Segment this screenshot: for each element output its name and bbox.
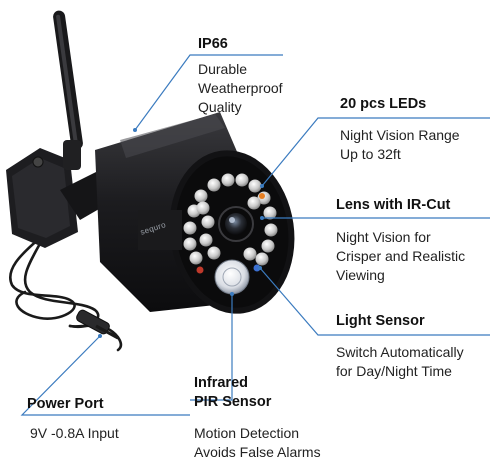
callout-pir-title: Infrared PIR Sensor — [194, 374, 271, 412]
callout-leds-title: 20 pcs LEDs — [340, 96, 427, 112]
callout-power-line: 9V -0.8A Input — [30, 425, 119, 441]
callout-dots — [98, 128, 264, 338]
callout-ip66-line: Quality — [198, 99, 242, 115]
callout-leds-line: Night Vision Range — [340, 127, 460, 143]
callout-light-sensor-line: for Day/Night Time — [336, 363, 452, 379]
callout-pir-line: Avoids False Alarms — [194, 444, 321, 460]
callout-power-desc: 9V -0.8A Input — [30, 424, 119, 443]
lens — [218, 206, 254, 242]
callout-leds-desc: Night Vision Range Up to 32ft — [340, 126, 460, 164]
antenna — [53, 10, 83, 170]
callout-lens-line: Night Vision for — [336, 229, 431, 245]
callout-ip66-title: IP66 — [198, 36, 228, 52]
callout-power-title: Power Port — [27, 396, 104, 412]
ir-led-ring — [183, 173, 278, 274]
callout-leds-line: Up to 32ft — [340, 146, 401, 162]
callout-pir-title-line: PIR Sensor — [194, 394, 272, 410]
callout-lens-desc: Night Vision for Crisper and Realistic V… — [336, 228, 465, 285]
callout-lens-line: Crisper and Realistic — [336, 248, 466, 264]
callout-pir-line: Motion Detection — [194, 425, 300, 441]
callout-light-sensor-title: Light Sensor — [336, 313, 425, 329]
power-connector — [76, 309, 119, 340]
callout-pir-title-line: Infrared — [194, 375, 248, 391]
callout-ip66-line: Weatherproof — [198, 80, 283, 96]
callout-ip66: IP66 — [198, 36, 228, 52]
callout-lens-title: Lens with IR-Cut — [336, 197, 451, 213]
callout-ip66-desc: Durable Weatherproof Quality — [198, 60, 283, 117]
pir-sensor — [214, 259, 250, 295]
callout-lens-line: Viewing — [336, 267, 385, 283]
callout-light-sensor-desc: Switch Automatically for Day/Night Time — [336, 343, 464, 381]
callout-pir-desc: Motion Detection Avoids False Alarms — [194, 424, 321, 462]
callout-lines — [20, 54, 490, 416]
callout-ip66-line: Durable — [198, 61, 248, 77]
callout-light-sensor-line: Switch Automatically — [336, 344, 464, 360]
